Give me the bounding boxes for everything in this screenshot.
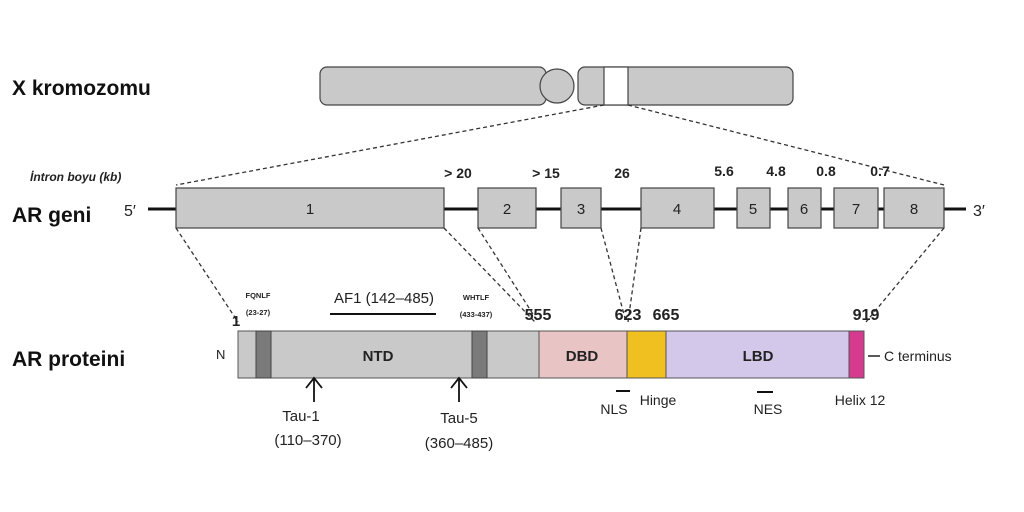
exon-label: 7 <box>852 201 860 218</box>
position-665: 665 <box>653 307 680 324</box>
exon-2 <box>477 187 537 229</box>
chromosome-arm-p <box>319 66 547 106</box>
label-ar-gene: AR geni <box>12 204 91 227</box>
exon-label: 2 <box>503 201 511 218</box>
zoom-line-chr-left <box>175 104 605 186</box>
helix-12-label: Helix 12 <box>835 392 886 408</box>
tau5-range: (360–485) <box>425 435 493 452</box>
tau1-name: Tau-1 <box>282 408 320 425</box>
position-623: 623 <box>615 307 642 324</box>
af1-label: AF1 (142–485) <box>334 290 434 307</box>
lbd-label: LBD <box>743 348 774 365</box>
exon-label: 3 <box>577 201 585 218</box>
three-prime-label: 3′ <box>973 203 985 220</box>
tau5-arrow-icon <box>450 376 468 402</box>
hinge-region <box>626 330 667 379</box>
zoom-line-exon8-end <box>865 227 945 323</box>
x-chromosome <box>319 66 794 106</box>
label-x-chromosome: X kromozomu <box>12 77 151 100</box>
motif-whtlf-range: (433-437) <box>460 310 493 319</box>
label-ar-protein: AR proteini <box>12 348 125 371</box>
exon-1 <box>175 187 445 229</box>
intron-size: 5.6 <box>714 163 734 179</box>
chromosome-arm-q <box>577 66 794 106</box>
exon-label: 6 <box>800 201 808 218</box>
exon-label: 8 <box>910 201 918 218</box>
zoom-line-chr-right <box>627 104 945 186</box>
motif-whtlf-name: WHTLF <box>463 293 490 302</box>
zoom-line-exon1-end <box>443 227 536 323</box>
five-prime-label: 5′ <box>124 203 136 220</box>
intron-size: > 20 <box>444 165 472 181</box>
position-919: 919 <box>853 307 880 324</box>
ar-locus-band <box>603 66 629 106</box>
c-terminus-label: C terminus <box>884 348 952 364</box>
helix-12-segment <box>848 330 865 379</box>
hinge-label: Hinge <box>640 392 677 408</box>
intron-size-caption: İntron boyu (kb) <box>30 169 121 184</box>
intron-size: 0.8 <box>816 163 836 179</box>
motif-fqnlf-name: FQNLF <box>246 291 271 300</box>
intron-size: 0.7 <box>870 163 890 179</box>
exon-4 <box>640 187 715 229</box>
exon-5 <box>736 187 771 229</box>
tau1-range: (110–370) <box>274 432 341 449</box>
position-1: 1 <box>232 313 240 330</box>
nls-label: NLS <box>600 401 627 417</box>
dbd-domain <box>538 330 628 379</box>
dbd-label: DBD <box>566 348 599 365</box>
exon-7 <box>833 187 879 229</box>
zoom-line-exon1-start <box>175 227 239 323</box>
n-terminus-label: N <box>216 347 225 362</box>
exon-label: 5 <box>749 201 757 218</box>
position-555: 555 <box>525 307 552 324</box>
intron-sizes: > 20 > 15 26 5.6 4.8 0.8 0.7 <box>444 163 890 181</box>
protein-bar <box>237 330 865 379</box>
exon-label: 1 <box>306 201 314 218</box>
intron-size: > 15 <box>532 165 560 181</box>
lbd-domain <box>665 330 850 379</box>
exon-label: 4 <box>673 201 681 218</box>
nes-label: NES <box>754 401 783 417</box>
exon-8 <box>883 187 945 229</box>
tau1-arrow-icon <box>305 376 323 402</box>
tau5-name: Tau-5 <box>440 410 478 427</box>
ntd-domain <box>237 330 540 379</box>
ntd-label: NTD <box>363 348 394 365</box>
exons: 1 2 3 4 5 6 7 8 <box>175 187 945 229</box>
exon-3 <box>560 187 602 229</box>
fqnlf-motif <box>255 330 272 379</box>
intron-size: 4.8 <box>766 163 786 179</box>
zoom-line-exon3-end <box>600 227 627 323</box>
zoom-line-exon4-start <box>627 227 642 323</box>
exon-6 <box>787 187 822 229</box>
zoom-line-exon2-start <box>477 227 539 323</box>
whtlf-motif <box>471 330 488 379</box>
centromere <box>539 68 575 104</box>
motif-fqnlf-range: (23-27) <box>246 308 271 317</box>
intron-size: 26 <box>614 165 630 181</box>
